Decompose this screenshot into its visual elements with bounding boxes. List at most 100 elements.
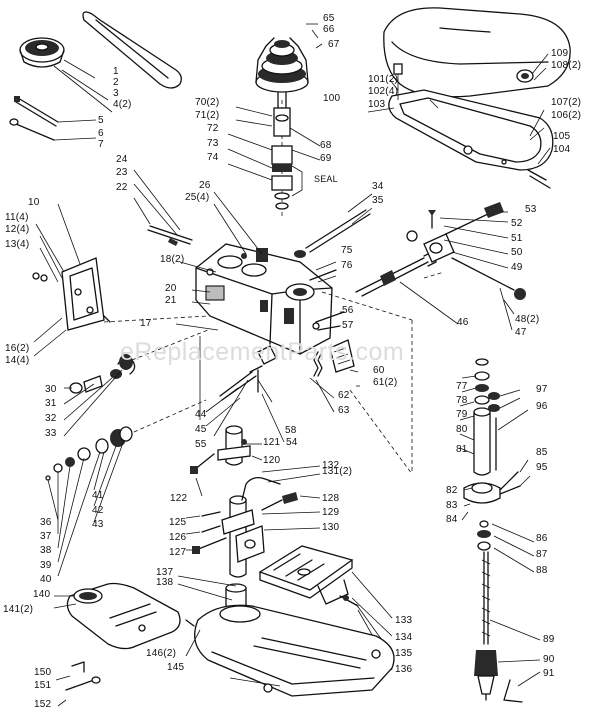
spindle-pulley <box>255 37 309 93</box>
part-number-label: 150 <box>34 667 52 678</box>
part-number-label: 109 <box>551 48 569 59</box>
part-number-label: 33 <box>45 428 57 439</box>
key-part <box>15 97 59 127</box>
part-number-label: 131(2) <box>322 466 353 477</box>
part-number-label: 96 <box>536 401 548 412</box>
part-number-label: 83 <box>446 500 458 511</box>
part-number-label: 32 <box>45 413 57 424</box>
part-number-label: 18(2) <box>160 254 185 265</box>
part-number-label: 68 <box>320 140 332 151</box>
part-number-label: 48(2) <box>515 314 540 325</box>
motor-pulley <box>19 37 65 68</box>
part-number-label: 24 <box>116 154 128 165</box>
part-number-label: 53 <box>525 204 537 215</box>
part-number-label: 45 <box>195 424 207 435</box>
part-number-label: 4(2) <box>113 99 132 110</box>
part-number-label: 58 <box>285 425 297 436</box>
part-number-label: 52 <box>511 218 523 229</box>
belt-guard <box>383 7 571 98</box>
part-number-label: 66 <box>323 24 335 35</box>
part-number-label: 140 <box>33 589 51 600</box>
part-number-label: 78 <box>456 395 468 406</box>
part-number-label: 141(2) <box>3 604 34 615</box>
part-number-label: 126 <box>169 532 187 543</box>
column-support <box>217 425 251 466</box>
part-number-label: 122 <box>170 493 188 504</box>
part-number-label: 74 <box>207 152 219 163</box>
part-number-label: 20 <box>165 283 177 294</box>
part-number-label: 102(4) <box>368 86 399 97</box>
part-number-label: 88 <box>536 565 548 576</box>
part-number-label: 107(2) <box>551 97 582 108</box>
part-number-label: 151 <box>34 680 52 691</box>
part-number-label: 44 <box>195 409 207 420</box>
base-plate <box>66 582 181 650</box>
part-number-label: 47 <box>515 327 527 338</box>
part-number-label: 26 <box>199 180 211 191</box>
part-number-label: 77 <box>456 381 468 392</box>
drive-belt <box>82 11 182 89</box>
part-number-label: 132 <box>322 460 340 471</box>
part-number-label: 81 <box>456 444 468 455</box>
part-number-label: 40 <box>40 574 52 585</box>
work-table <box>258 545 354 605</box>
part-number-label: 11(4) <box>5 212 29 223</box>
part-number-label: 46 <box>457 317 469 328</box>
part-number-label: 16(2) <box>5 343 30 354</box>
part-number-label: 105 <box>553 131 571 142</box>
part-number-label: 84 <box>446 514 458 525</box>
part-number-label: 2 <box>113 77 119 88</box>
part-number-label: 50 <box>511 247 523 258</box>
part-number-label: 127 <box>169 547 187 558</box>
part-number-label: 79 <box>456 409 468 420</box>
part-number-label: 49 <box>511 262 523 273</box>
part-number-label: 30 <box>45 384 57 395</box>
part-number-label: 146(2) <box>146 648 177 659</box>
part-number-label: 39 <box>40 560 52 571</box>
part-number-label: 100 <box>323 93 341 104</box>
part-number-label: 108(2) <box>551 60 582 71</box>
part-number-label: 104 <box>553 144 571 155</box>
part-number-label: 56 <box>342 305 354 316</box>
part-number-label: 91 <box>543 668 555 679</box>
part-number-label: 31 <box>45 398 57 409</box>
part-number-label: 70(2) <box>195 97 220 108</box>
part-number-label: 86 <box>536 533 548 544</box>
part-number-label: 6 <box>98 128 104 139</box>
part-number-label: 69 <box>320 153 332 164</box>
part-number-label: 80 <box>456 424 468 435</box>
seal-label: SEAL <box>314 174 338 184</box>
part-number-label: 101(2) <box>368 74 399 85</box>
part-number-label: 21 <box>165 295 177 306</box>
part-number-label: 12(4) <box>5 224 30 235</box>
part-number-label: 121 <box>263 437 281 448</box>
part-number-label: 95 <box>536 462 548 473</box>
quill-assembly <box>473 358 500 476</box>
part-number-label: 23 <box>116 167 128 178</box>
part-number-label: 120 <box>263 455 281 466</box>
part-number-label: 135 <box>395 648 413 659</box>
part-number-label: 38 <box>40 545 52 556</box>
part-number-label: 10 <box>28 197 40 208</box>
part-number-label: 14(4) <box>5 355 30 366</box>
part-number-label: 85 <box>536 447 548 458</box>
watermark: eReplacementParts.com <box>120 338 405 366</box>
part-number-label: 55 <box>195 439 207 450</box>
part-number-label: 62 <box>338 390 350 401</box>
part-number-label: 41 <box>92 490 104 501</box>
part-number-label: 137 <box>156 567 174 578</box>
part-number-label: 22 <box>116 182 128 193</box>
part-number-label: 136 <box>395 664 413 675</box>
part-number-label: 82 <box>446 485 458 496</box>
part-number-label: 73 <box>207 138 219 149</box>
part-number-label: 36 <box>40 517 52 528</box>
part-number-label: 138 <box>156 577 174 588</box>
part-number-label: 5 <box>98 115 104 126</box>
part-number-label: 51 <box>511 233 523 244</box>
part-number-label: 87 <box>536 549 548 560</box>
part-number-label: 152 <box>34 699 52 710</box>
part-number-label: 60 <box>373 365 385 376</box>
part-number-label: 133 <box>395 615 413 626</box>
part-number-label: 63 <box>338 405 350 416</box>
